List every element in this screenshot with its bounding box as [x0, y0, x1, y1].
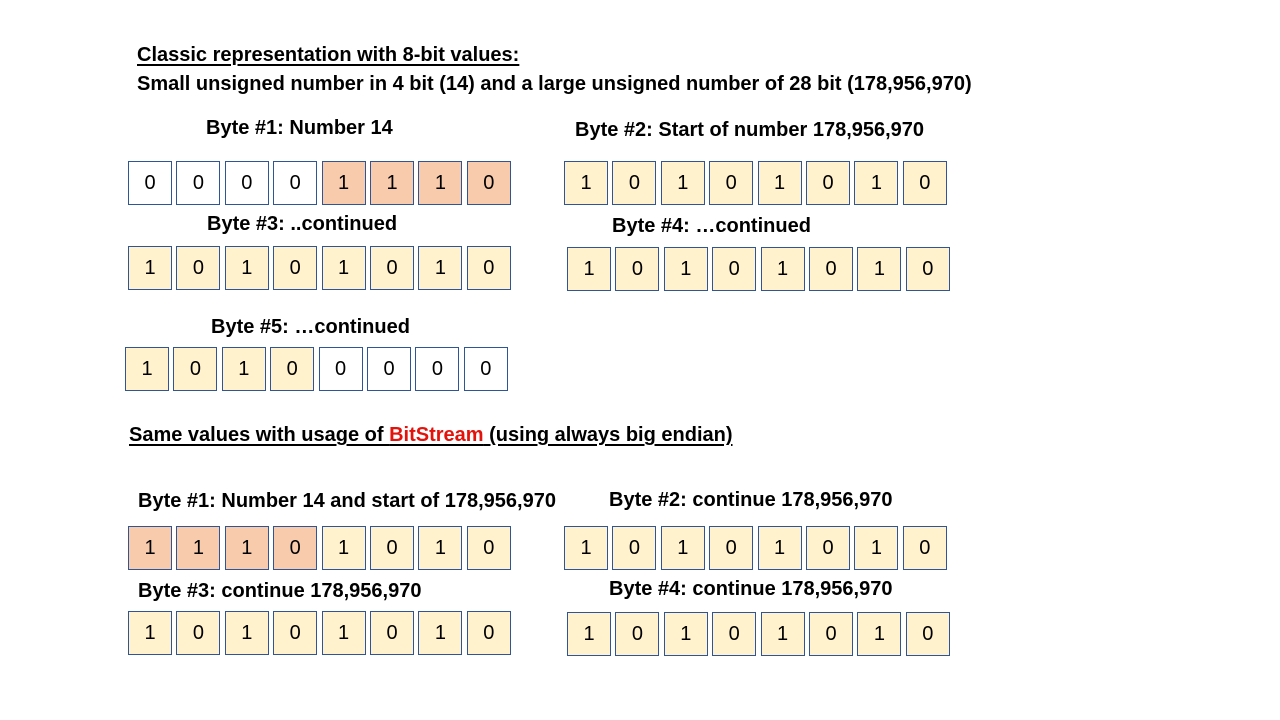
- bitstream-byte-1-label: Byte #1: Number 14 and start of 178,956,…: [138, 490, 556, 512]
- bit-cell: 0: [273, 246, 318, 290]
- bit-cell: 1: [757, 526, 802, 570]
- bitstream-byte-2-label: Byte #2: continue 178,956,970: [609, 489, 893, 511]
- bitstream-heading-suffix: (using always big endian): [483, 424, 733, 446]
- bit-cell: 1: [857, 247, 902, 291]
- bit-cell: 1: [224, 246, 269, 290]
- bit-cell: 1: [418, 161, 463, 205]
- bitstream-heading: Same values with usage of BitStream (usi…: [129, 424, 733, 447]
- bit-cell: 0: [615, 612, 660, 656]
- bit-cell: 0: [612, 161, 657, 205]
- bit-cell: 0: [370, 526, 414, 570]
- bit-cell: 1: [321, 161, 366, 205]
- bit-cell: 0: [176, 161, 221, 205]
- bitstream-byte-4-label: Byte #4: continue 178,956,970: [609, 578, 893, 600]
- bit-cell: 1: [564, 526, 608, 570]
- bit-cell: 0: [176, 246, 221, 290]
- bit-cell: 1: [757, 161, 802, 205]
- bit-cell: 1: [418, 526, 463, 570]
- bit-cell: 1: [128, 246, 172, 290]
- bit-cell: 1: [663, 612, 708, 656]
- bit-cell: 1: [660, 526, 705, 570]
- bit-cell: 0: [318, 347, 363, 391]
- classic-byte-1-label: Byte #1: Number 14: [206, 117, 393, 139]
- bit-cell: 1: [224, 611, 269, 655]
- bit-cell: 1: [660, 161, 705, 205]
- bit-cell: 0: [905, 247, 950, 291]
- bit-cell: 1: [567, 612, 611, 656]
- bit-cell: 0: [712, 612, 757, 656]
- bit-cell: 0: [270, 347, 315, 391]
- bit-cell: 0: [466, 161, 511, 205]
- bit-cell: 0: [370, 246, 414, 290]
- bit-cell: 0: [905, 612, 950, 656]
- bit-cell: 0: [176, 611, 221, 655]
- bit-cell: 0: [902, 161, 947, 205]
- bit-cell: 1: [760, 247, 805, 291]
- bit-cell: 0: [273, 611, 318, 655]
- bit-cell: 1: [567, 247, 611, 291]
- bit-cell: 0: [466, 246, 511, 290]
- bit-cell: 0: [809, 612, 853, 656]
- classic-byte-2-label: Byte #2: Start of number 178,956,970: [575, 119, 925, 141]
- bit-cell: 1: [176, 526, 221, 570]
- bit-cell: 0: [615, 247, 660, 291]
- bit-cell: 0: [224, 161, 269, 205]
- bit-cell: 1: [760, 612, 805, 656]
- bit-cell: 1: [321, 526, 366, 570]
- bit-cell: 1: [321, 246, 366, 290]
- bit-cell: 1: [857, 612, 902, 656]
- classic-byte-3-label: Byte #3: ..continued: [207, 213, 398, 235]
- bit-cell: 1: [224, 526, 269, 570]
- bit-cell: 1: [564, 161, 608, 205]
- bit-cell: 0: [273, 526, 318, 570]
- bit-cell: 1: [321, 611, 366, 655]
- bit-cell: 1: [128, 526, 172, 570]
- classic-byte-4-label: Byte #4: …continued: [612, 215, 811, 237]
- bit-cell: 0: [370, 611, 414, 655]
- classic-subtitle: Small unsigned number in 4 bit (14) and …: [137, 73, 972, 95]
- bit-cell: 0: [415, 347, 460, 391]
- bit-cell: 0: [709, 161, 754, 205]
- bit-cell: 1: [854, 526, 899, 570]
- bit-cell: 1: [370, 161, 414, 205]
- bit-cell: 0: [806, 526, 850, 570]
- bit-cell: 0: [273, 161, 318, 205]
- bit-cell: 1: [128, 611, 172, 655]
- bit-cell: 0: [463, 347, 508, 391]
- bit-cell: 1: [125, 347, 169, 391]
- bit-cell: 0: [712, 247, 757, 291]
- bit-cell: 0: [902, 526, 947, 570]
- bit-cell: 1: [221, 347, 266, 391]
- bit-cell: 0: [173, 347, 218, 391]
- bit-cell: 1: [418, 611, 463, 655]
- bit-cell: 0: [809, 247, 853, 291]
- bitstream-heading-prefix: Same values with usage of: [129, 424, 390, 446]
- bit-cell: 0: [709, 526, 754, 570]
- bit-cell: 0: [466, 526, 511, 570]
- bitstream-byte-3-label: Byte #3: continue 178,956,970: [138, 580, 422, 602]
- classic-byte-5-label: Byte #5: …continued: [211, 316, 410, 338]
- bit-cell: 1: [854, 161, 899, 205]
- bit-cell: 0: [612, 526, 657, 570]
- bit-cell: 0: [128, 161, 172, 205]
- bit-cell: 0: [466, 611, 511, 655]
- bit-cell: 1: [663, 247, 708, 291]
- bit-cell: 0: [806, 161, 850, 205]
- bitstream-heading-keyword: BitStream: [389, 424, 484, 446]
- classic-title: Classic representation with 8-bit values…: [137, 44, 520, 66]
- bit-cell: 1: [418, 246, 463, 290]
- bit-cell: 0: [367, 347, 411, 391]
